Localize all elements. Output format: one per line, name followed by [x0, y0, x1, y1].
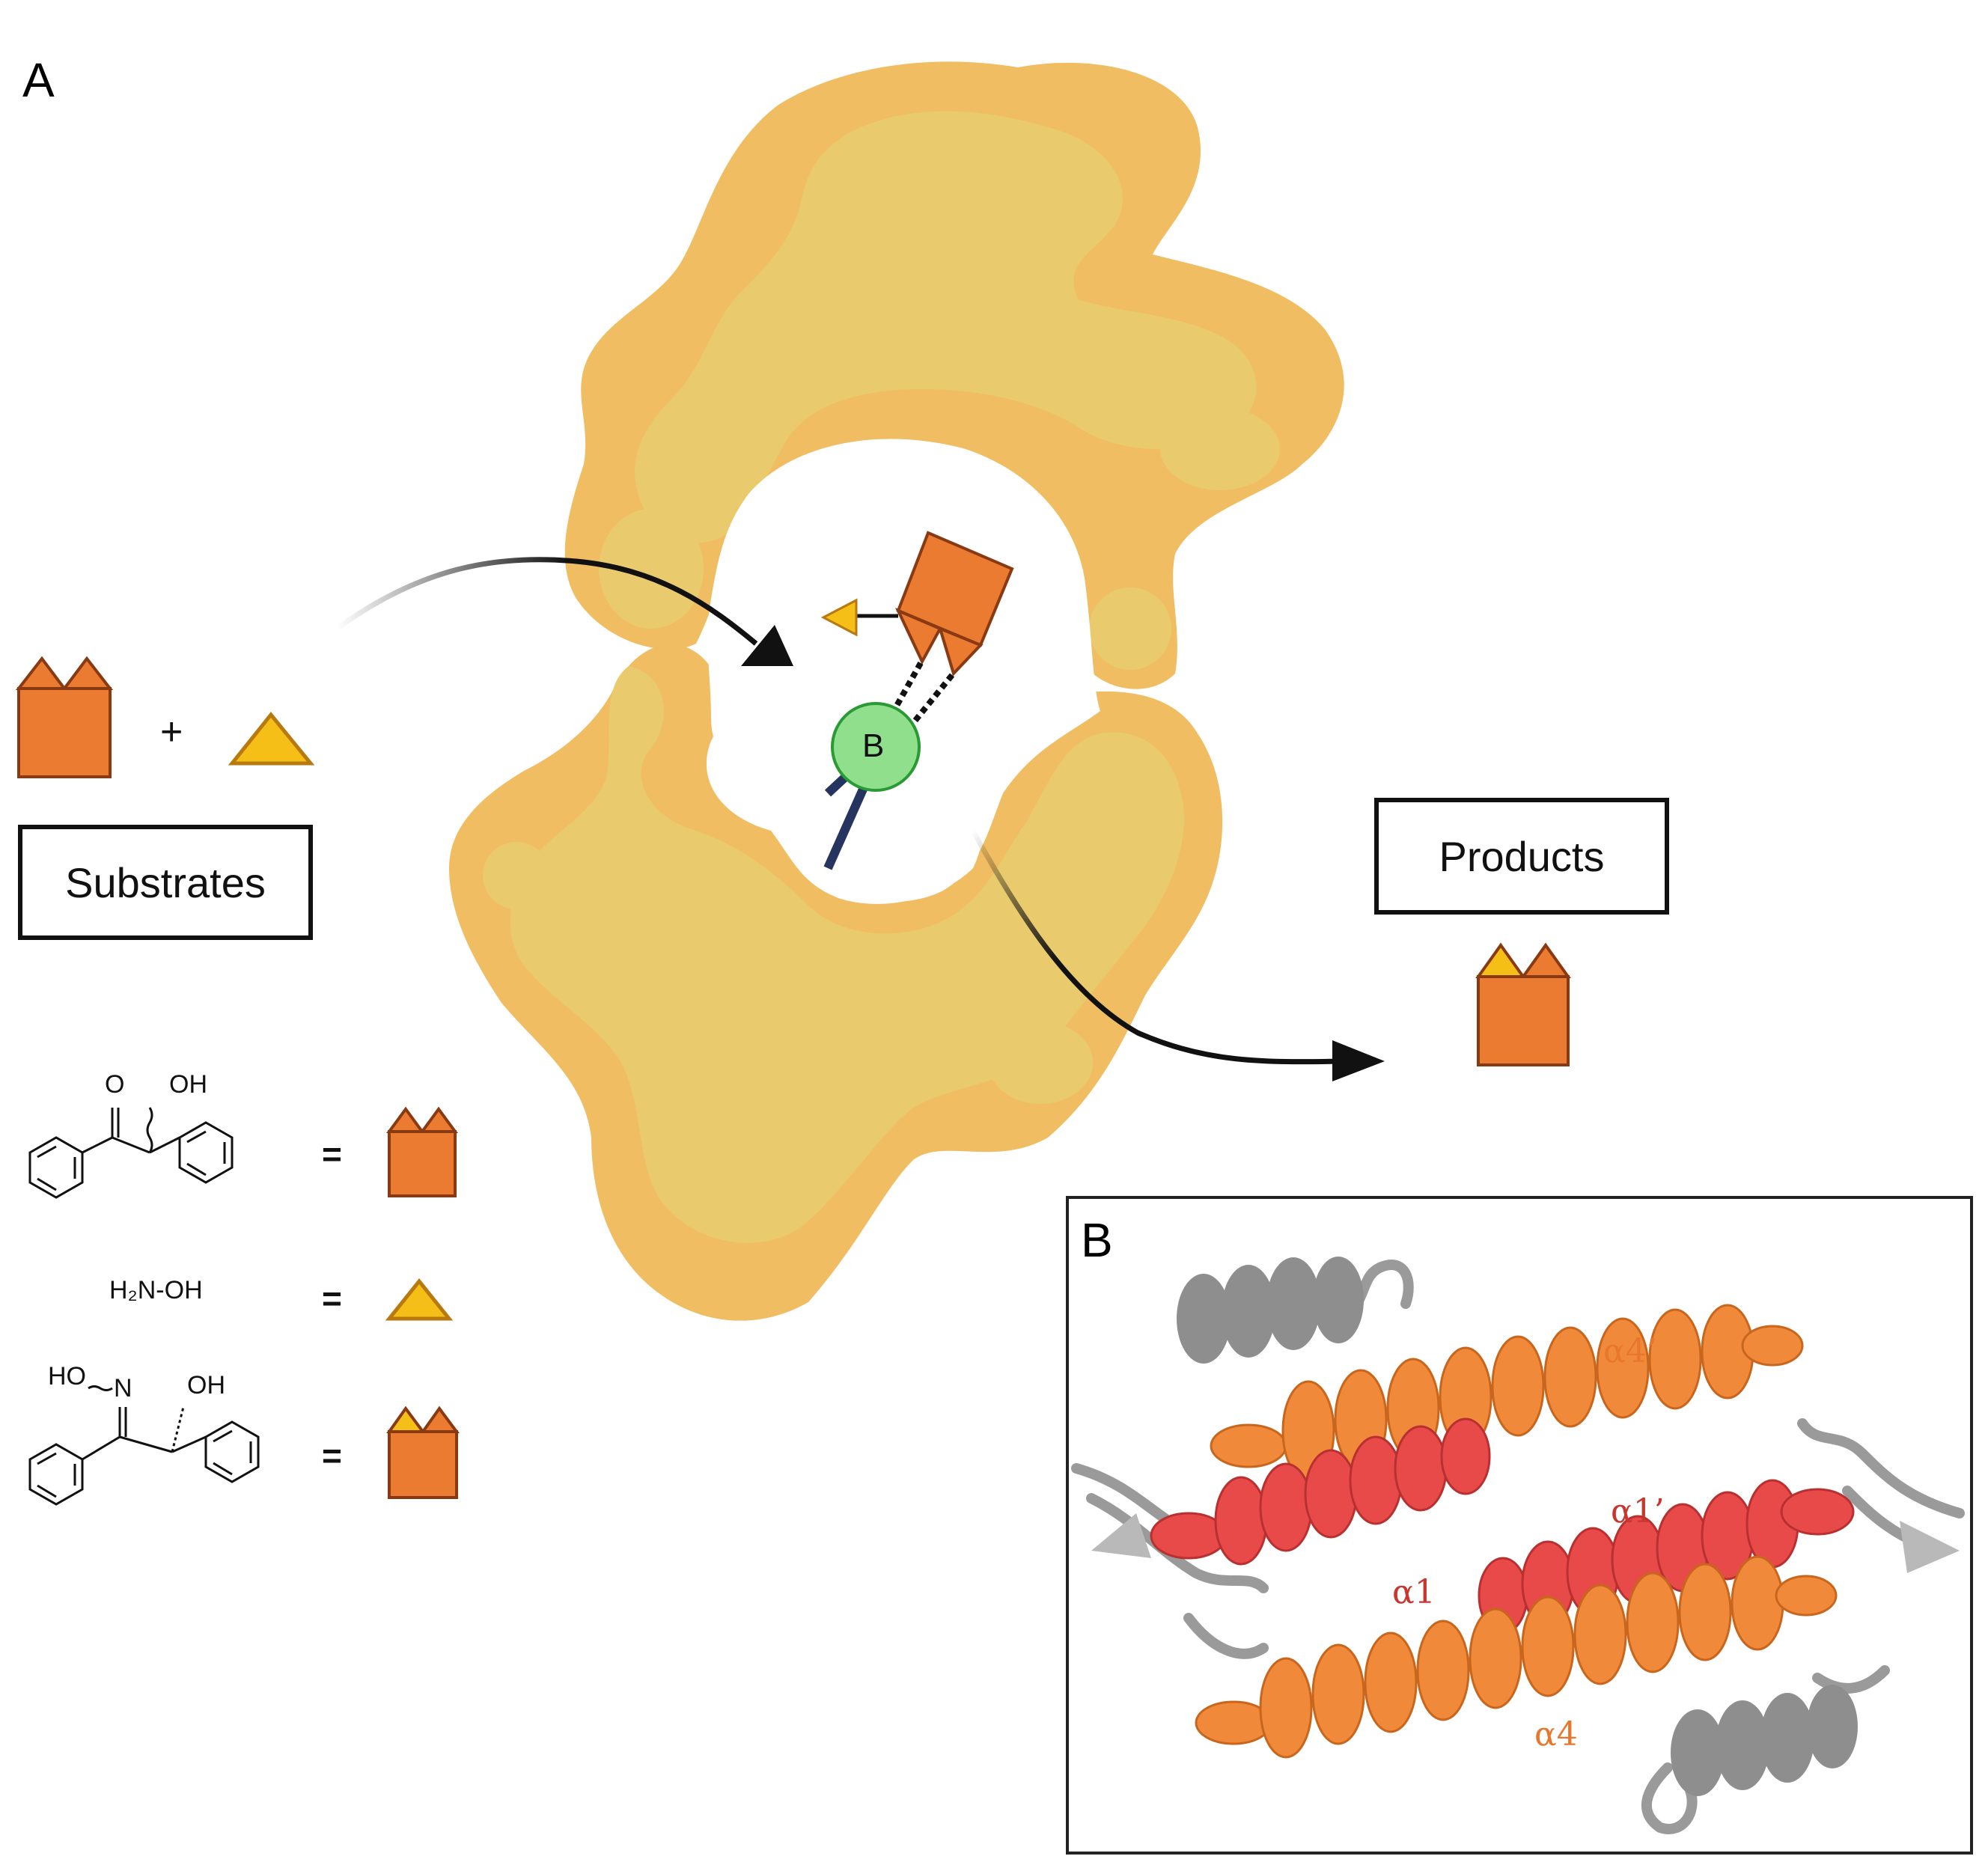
active-site-cavity	[707, 439, 1100, 902]
label-alpha4: α4	[1534, 1715, 1578, 1753]
gray-helix-bottom	[1671, 1685, 1858, 1796]
benzoin-oxime-structure	[28, 1385, 260, 1506]
product-exit-arrow	[970, 829, 1341, 1065]
base-side-chain	[823, 784, 869, 870]
benzoin-structure	[28, 1107, 234, 1199]
panel-b-label: B	[1081, 1213, 1113, 1267]
beta-strand-arrow-right	[1900, 1521, 1960, 1573]
oxime-n-label: N	[114, 1374, 132, 1402]
base-label: B	[862, 727, 885, 764]
helix-alpha1	[1150, 1417, 1491, 1566]
benzoin-hydroxyl-label: OH	[169, 1070, 207, 1099]
plus-sign: +	[160, 710, 183, 754]
oxime-hydroxyl-label: OH	[187, 1371, 225, 1399]
substrate-ketone-icon	[15, 656, 114, 778]
product-exit-arrowhead	[1332, 1040, 1385, 1081]
helix-alpha4-prime	[1210, 1304, 1804, 1482]
panel-b-frame: B α4’ α1’ α1 α4	[1066, 1196, 1973, 1855]
gray-helix-top	[1177, 1257, 1364, 1364]
protein-bottom-lobe	[449, 644, 1223, 1321]
legend-ketone-icon	[386, 1106, 458, 1197]
legend-equals-3: =	[322, 1436, 342, 1475]
label-alpha1: α1	[1392, 1573, 1436, 1611]
hydroxylamine-formula: H₂N-OH	[109, 1276, 203, 1304]
bound-substrate-peak-right	[937, 626, 984, 677]
incoming-nucleophile-triangle	[820, 598, 858, 637]
beta-strand-arrow-left	[1091, 1513, 1151, 1558]
substrate-entry-arrow	[335, 557, 758, 646]
label-alpha1-prime: α1’	[1611, 1492, 1665, 1530]
panel-a-label: A	[22, 53, 55, 107]
products-label: Products	[1374, 798, 1669, 915]
substrate-hydroxylamine-icon	[228, 712, 315, 766]
bound-substrate-peak-left	[894, 608, 942, 665]
protein-top-lobe	[564, 61, 1344, 689]
substrate-entry-arrowhead	[741, 625, 793, 666]
catalytic-base-circle	[831, 702, 921, 792]
protein-ribbon-structure	[1071, 1257, 1965, 1834]
benzoin-oxygen-label: O	[105, 1070, 125, 1099]
legend-equals-1: =	[322, 1135, 342, 1173]
legend-oxime-icon	[386, 1405, 460, 1499]
helix-alpha4	[1195, 1555, 1838, 1759]
legend-hydroxylamine-icon	[385, 1278, 454, 1321]
substrates-label: Substrates	[18, 825, 313, 940]
bound-substrate	[820, 531, 1014, 733]
label-alpha4-prime: α4’	[1603, 1332, 1657, 1370]
product-icon	[1475, 942, 1571, 1066]
oxime-ho-label: HO	[48, 1362, 86, 1391]
legend-equals-2: =	[322, 1279, 342, 1318]
